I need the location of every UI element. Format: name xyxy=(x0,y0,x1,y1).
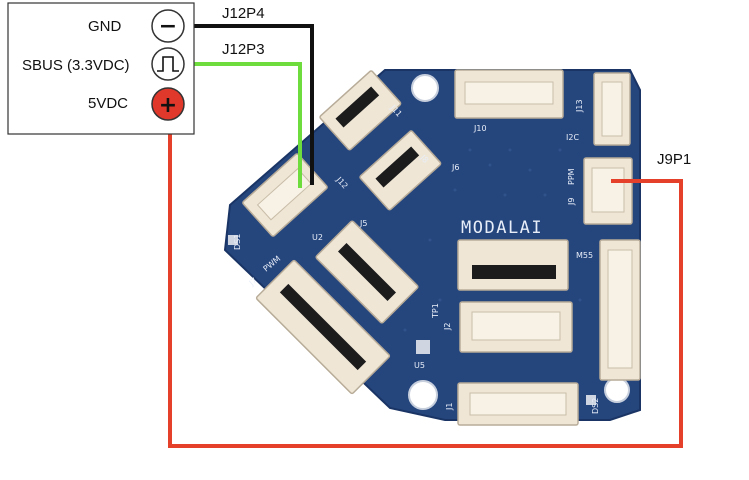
led-ds1 xyxy=(228,235,238,245)
vdc-terminal: + xyxy=(151,87,185,121)
mounting-hole xyxy=(408,380,438,410)
silk-tp1: TP1 xyxy=(431,303,440,319)
wires xyxy=(168,24,683,448)
connector-j2 xyxy=(459,301,573,353)
label-j9p1: J9P1 xyxy=(657,151,691,168)
receiver-box: GND SBUS (3.3VDC) 5VDC − + xyxy=(7,2,195,135)
silk-ds1: DS1 xyxy=(233,234,242,250)
connector-m55 xyxy=(599,239,641,381)
silk-ds2: DS2 xyxy=(591,398,600,414)
gnd-terminal: − xyxy=(151,9,185,43)
minus-icon: − xyxy=(159,14,177,39)
pcb-board: MODALAI J10 J13 I2C J9 PPM J8 J11 J12 J5… xyxy=(223,69,641,426)
connector-j5 xyxy=(315,220,419,324)
silk-m55: M55 xyxy=(576,251,593,260)
connector-j9 xyxy=(583,157,633,225)
gnd-label: GND xyxy=(88,18,122,35)
gnd-wire xyxy=(186,24,314,185)
silk-j6: J6 xyxy=(451,163,459,172)
label-j12p4: J12P4 xyxy=(222,5,265,22)
connector-j12 xyxy=(242,153,328,237)
sbus-wire xyxy=(186,62,302,188)
connector-j8 xyxy=(359,130,442,211)
connector-center-top xyxy=(457,239,569,291)
silk-j2: J2 xyxy=(443,323,452,331)
sbus-terminal xyxy=(151,47,185,81)
connector-j1 xyxy=(457,382,579,426)
connector-j13 xyxy=(593,72,631,146)
silk-j9: J9 xyxy=(567,198,576,206)
connector-j10 xyxy=(454,69,564,119)
mounting-hole xyxy=(411,74,439,102)
silk-u5: U5 xyxy=(414,361,425,370)
silk-j1: J1 xyxy=(445,403,454,411)
silk-j10: J10 xyxy=(473,124,487,133)
silk-j13: J13 xyxy=(575,99,584,113)
mounting-hole xyxy=(604,377,630,403)
led-ds2 xyxy=(586,395,596,405)
plus-icon: + xyxy=(159,93,177,118)
power-wire xyxy=(168,120,683,448)
connector-j11 xyxy=(319,70,402,151)
pulse-icon xyxy=(157,56,179,72)
label-j12p3: J12P3 xyxy=(222,41,265,58)
board-outline xyxy=(223,69,641,421)
brand-text: MODALAI xyxy=(461,218,543,238)
silk-j5: J5 xyxy=(359,219,367,228)
sbus-label: SBUS (3.3VDC) xyxy=(22,57,130,74)
chip-u5 xyxy=(416,340,430,354)
connector-j7 xyxy=(255,259,391,395)
silk-u2: U2 xyxy=(312,233,323,242)
vdc-label: 5VDC xyxy=(88,95,128,112)
silk-ppm: PPM xyxy=(567,168,576,185)
silk-i2c: I2C xyxy=(566,133,579,142)
